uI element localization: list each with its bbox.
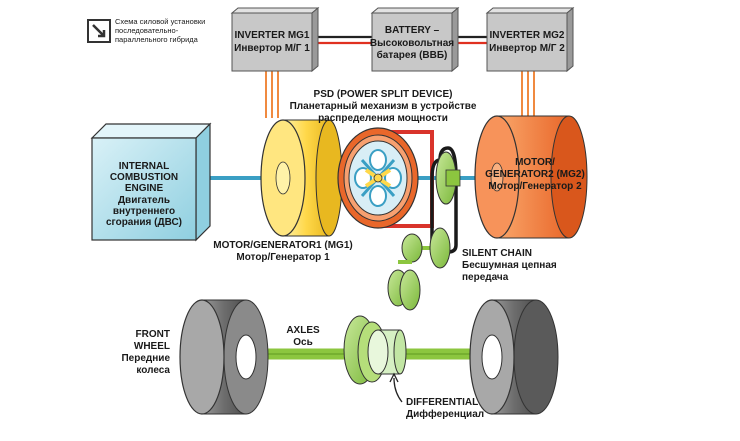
engine-label-1: INTERNAL: [119, 161, 170, 172]
wheel-label-4: колеса: [136, 365, 170, 376]
axles-subtitle: Ось: [293, 337, 313, 348]
mg1-title: MOTOR/GENERATOR1 (MG1): [213, 240, 352, 251]
caption-line-3: параллельного гибрида: [115, 35, 198, 44]
wheel-label-3: Передние: [121, 353, 170, 364]
mg2-drum: [474, 115, 588, 239]
wheel-label-2: WHEEL: [134, 341, 170, 352]
battery-box: [370, 6, 460, 73]
psd-subtitle: Планетарный механизм в устройстве: [290, 101, 477, 112]
battery-title: BATTERY –: [385, 25, 440, 36]
engine-label-2: COMBUSTION: [110, 172, 178, 183]
differential-gear: [343, 315, 407, 385]
axles-title: AXLES: [286, 325, 320, 336]
inverter2-wires: [521, 70, 535, 116]
psd-subtitle2: распределения мощности: [318, 113, 448, 124]
inverter1-box: [230, 6, 320, 73]
front-wheel-right: [469, 299, 559, 415]
inverter1-subtitle: Инвертор М/Г 1: [234, 43, 310, 54]
engine-label-4: Двигатель: [118, 195, 170, 206]
psd-assembly: [337, 127, 434, 229]
counter-gear: [387, 227, 451, 311]
engine-label-6: сгорания (ДВС): [106, 217, 182, 228]
psd-title: PSD (POWER SPLIT DEVICE): [314, 89, 453, 100]
inverter2-title: INVERTER MG2: [489, 30, 564, 41]
battery-subtitle: Высоковольтная: [370, 38, 454, 49]
differential-title: DIFFERENTIAL: [406, 397, 478, 408]
mg1-subtitle: Мотор/Генератор 1: [236, 252, 330, 263]
mg2-subtitle: GENERATOR2 (MG2): [485, 169, 585, 180]
engine-label-5: внутреннего: [113, 206, 175, 217]
inverter2-box: [485, 6, 575, 73]
mg2-subtitle2: Мотор/Генератор 2: [488, 181, 582, 192]
chain-drive-gear: [435, 151, 461, 205]
chain-subtitle: Бесшумная цепная: [462, 260, 557, 271]
engine-label-3: ENGINE: [125, 183, 164, 194]
battery-subtitle2: батарея (ВВБ): [377, 49, 448, 61]
chain-title: SILENT CHAIN: [462, 248, 532, 259]
caption-line-1: Схема силовой установки: [115, 17, 206, 26]
chain-subtitle2: передача: [462, 272, 509, 283]
engine-block: [90, 122, 212, 242]
inverter2-subtitle: Инвертор М/Г 2: [489, 43, 565, 54]
caption-line-2: последовательно-: [115, 26, 179, 35]
differential-subtitle: Дифференциал: [406, 408, 484, 420]
differential-pointer: [389, 372, 403, 403]
mg2-title: MOTOR/: [515, 157, 555, 168]
mg1-drum: [260, 119, 343, 237]
dc-bus-wires: [313, 35, 487, 45]
front-wheel-left: [179, 299, 269, 415]
inverter1-title: INVERTER MG1: [234, 30, 309, 41]
diagram-arrow-icon: [87, 19, 111, 43]
silent-chain: [430, 146, 458, 254]
diagram-caption: Схема силовой установки последовательно-…: [115, 17, 205, 44]
wheel-label-1: FRONT: [136, 329, 170, 340]
inverter1-wires: [265, 70, 279, 118]
